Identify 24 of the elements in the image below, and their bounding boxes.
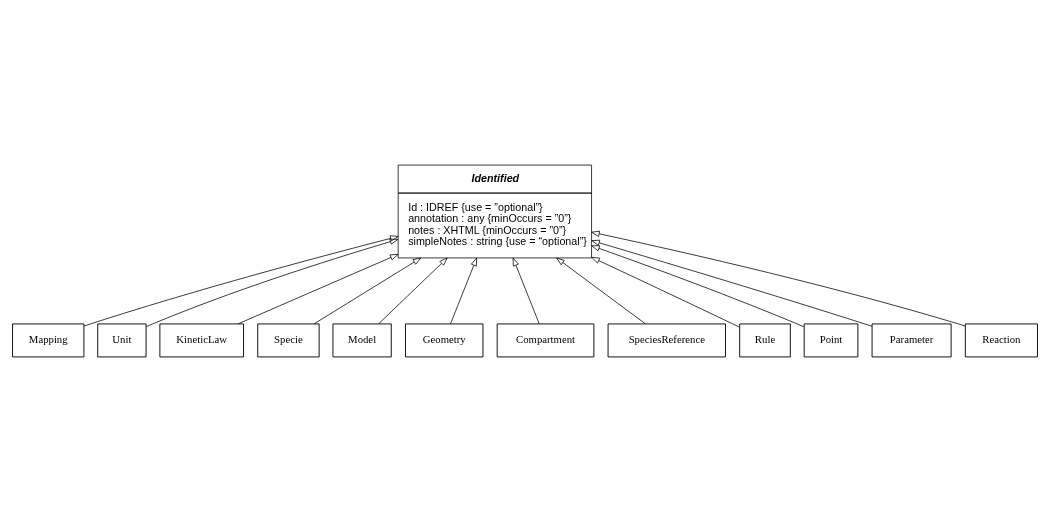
node-box: SpeciesReference (607, 322, 726, 357)
arrow (512, 257, 540, 324)
arrow (378, 257, 448, 324)
node-box: Parameter (871, 322, 952, 357)
arrow (591, 244, 805, 327)
arrow (556, 257, 646, 324)
node-box: Specie (257, 322, 320, 357)
node-box: Mapping (12, 322, 85, 357)
arrow (591, 239, 873, 327)
node-box: Rule (739, 322, 791, 357)
node-box: Unit (97, 322, 147, 357)
arrow (83, 234, 399, 326)
node-box: KineticLaw (159, 322, 244, 357)
node-box: Point (803, 322, 859, 357)
node-box: Geometry (405, 322, 484, 357)
arrow (145, 238, 399, 327)
arrow (450, 257, 478, 324)
arrow (237, 253, 399, 324)
node-box: Model (332, 322, 392, 357)
arrow (313, 257, 422, 324)
arrow (591, 230, 966, 326)
arrow (591, 256, 740, 327)
node-box: Reaction (964, 322, 1038, 357)
node-box: Compartment (496, 322, 595, 357)
